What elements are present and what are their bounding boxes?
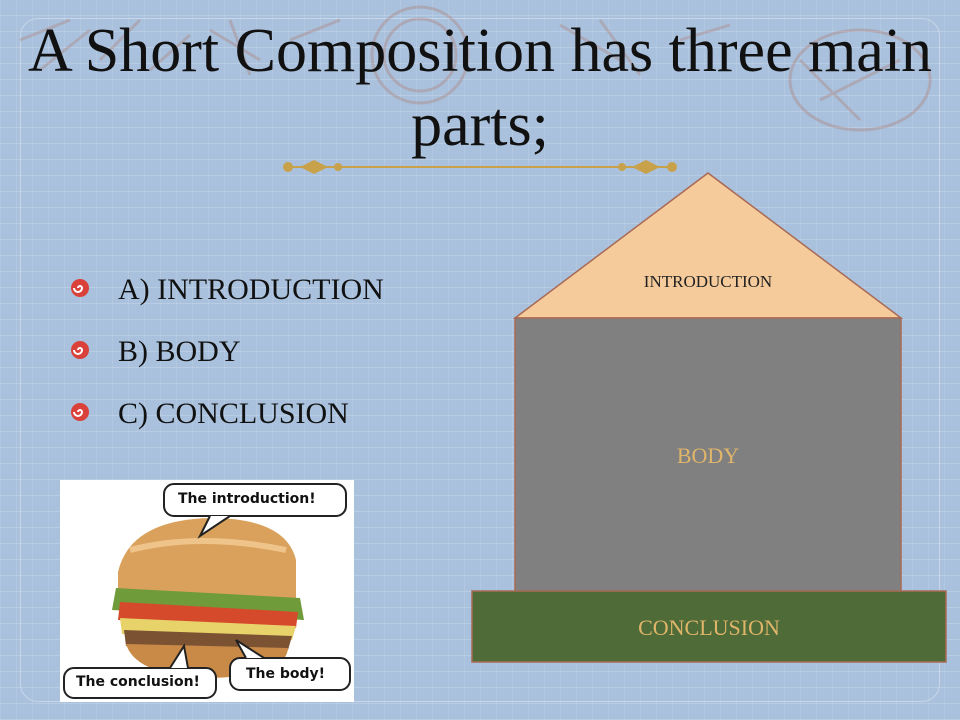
body-label: BODY [676, 443, 740, 468]
bullet-item-conclusion: C) CONCLUSION [70, 392, 384, 454]
title-divider-ornament [283, 160, 677, 174]
bullet-label: B) BODY [118, 335, 241, 368]
bullet-item-introduction: A) INTRODUCTION [70, 268, 384, 330]
callout-body: The body! [246, 666, 326, 682]
slide-frame [20, 18, 940, 702]
roof-label: INTRODUCTION [643, 272, 773, 291]
callout-conclusion: The conclusion! [76, 674, 200, 690]
roof-triangle [512, 172, 904, 319]
page-title: A Short Composition has three main parts… [27, 17, 933, 159]
body-block [514, 317, 902, 595]
bullet-item-body: B) BODY [70, 330, 384, 392]
sandwich-image [63, 483, 351, 699]
stamp-decoration [19, 5, 932, 132]
foundation-label: CONCLUSION [638, 615, 780, 640]
bullet-list: A) INTRODUCTION B) BODY C) CONCLUSION [70, 268, 384, 454]
foundation-block [471, 590, 947, 663]
swirl-bullet-icon [71, 341, 89, 359]
callout-introduction: The introduction! [178, 491, 316, 507]
bullet-label: A) INTRODUCTION [118, 273, 384, 306]
sandwich-illustration: The introduction! The conclusion! The bo… [60, 480, 354, 702]
bullet-label: C) CONCLUSION [118, 397, 349, 430]
swirl-bullet-icon [71, 403, 89, 421]
swirl-bullet-icon [71, 279, 89, 297]
